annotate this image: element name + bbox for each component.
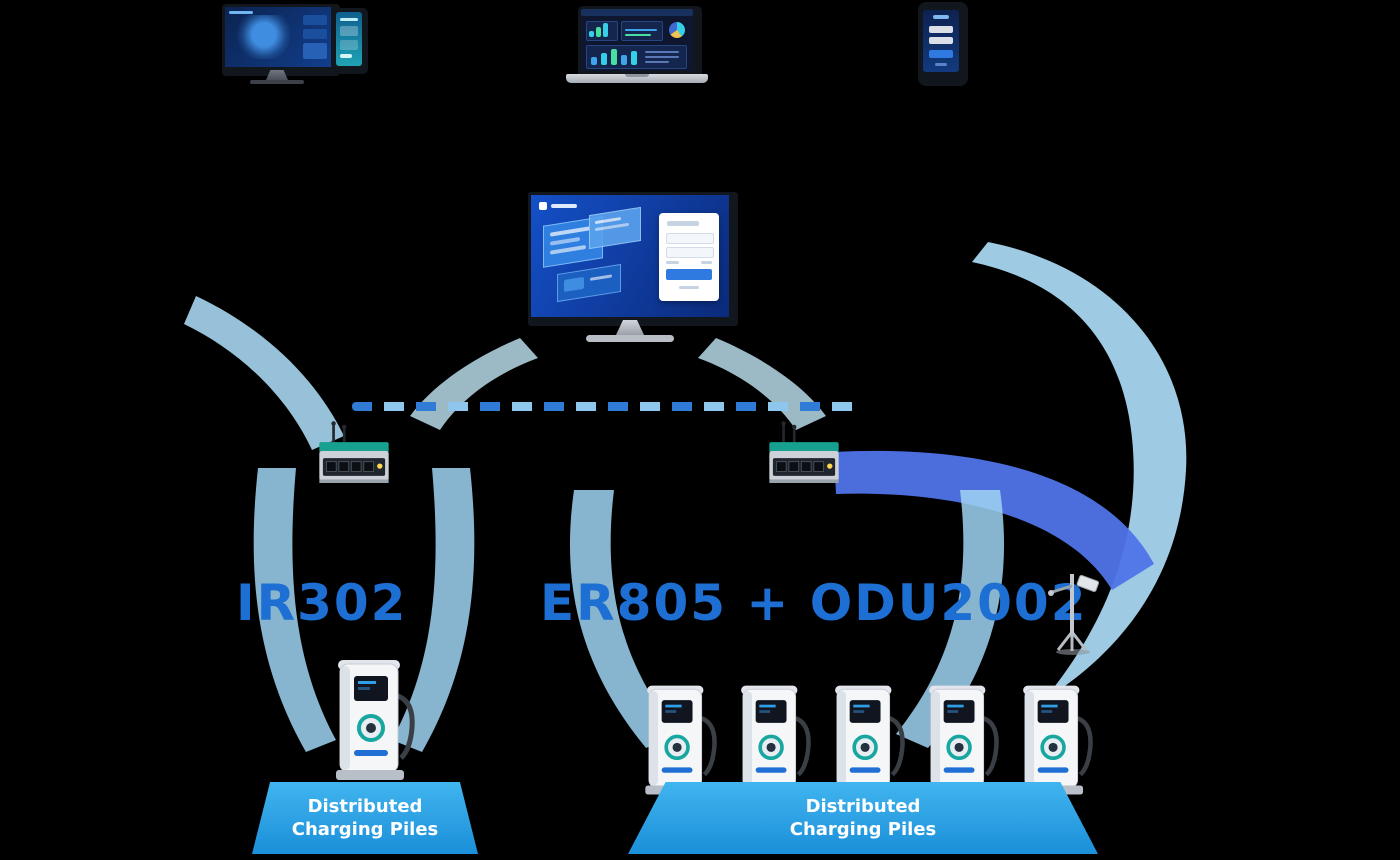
laptop-base xyxy=(566,74,708,83)
platform-right-label-line2: Charging Piles xyxy=(789,819,937,840)
royal-ribbon xyxy=(834,450,1154,590)
laptop xyxy=(578,6,702,80)
outdoor-antenna-icon xyxy=(1048,574,1100,655)
username-field xyxy=(666,233,714,244)
monitor-stand xyxy=(616,320,644,335)
login-button xyxy=(666,269,712,280)
companion-phone xyxy=(334,8,368,74)
platform-right-label-line1: Distributed xyxy=(805,795,921,817)
monitor-stand xyxy=(266,70,288,80)
product-name-left: IR302 xyxy=(236,574,408,632)
laptop-dashboard-screen xyxy=(581,9,693,71)
login-title-bar xyxy=(667,221,699,226)
gateway-router-right xyxy=(769,421,839,483)
ev-charging-pile-icon xyxy=(336,660,415,780)
platform-right: Distributed Charging Piles xyxy=(628,782,1098,854)
password-field xyxy=(666,247,714,258)
smartphone xyxy=(918,2,968,86)
dashed-link-line xyxy=(352,402,860,411)
ev-charging-pile-icon xyxy=(1021,685,1093,795)
ev-charging-pile-icon xyxy=(645,685,717,795)
product-name-right: ER805 + ODU2002 xyxy=(540,574,1088,632)
illustration-panel xyxy=(557,263,621,303)
illustration-panel xyxy=(589,206,641,250)
platform-left: Distributed Charging Piles xyxy=(252,782,478,854)
charging-pile-group-left xyxy=(320,656,424,786)
cloud-platform-monitor xyxy=(528,192,738,326)
china-map-visual xyxy=(233,15,295,59)
platform-left-label-line2: Charging Piles xyxy=(291,819,439,840)
ev-charging-pile-icon xyxy=(833,685,905,795)
phone-app-screen xyxy=(923,10,959,72)
desktop-monitor xyxy=(222,4,340,76)
platform-left-label-line1: Distributed xyxy=(307,795,423,817)
dashboard-screen xyxy=(225,7,331,67)
cloud-login-screen xyxy=(531,195,729,317)
monitor-base xyxy=(250,80,304,84)
brand-logo-icon xyxy=(539,202,547,210)
gateway-router-left xyxy=(319,421,389,483)
login-card xyxy=(659,213,719,301)
monitor-base xyxy=(586,335,674,342)
